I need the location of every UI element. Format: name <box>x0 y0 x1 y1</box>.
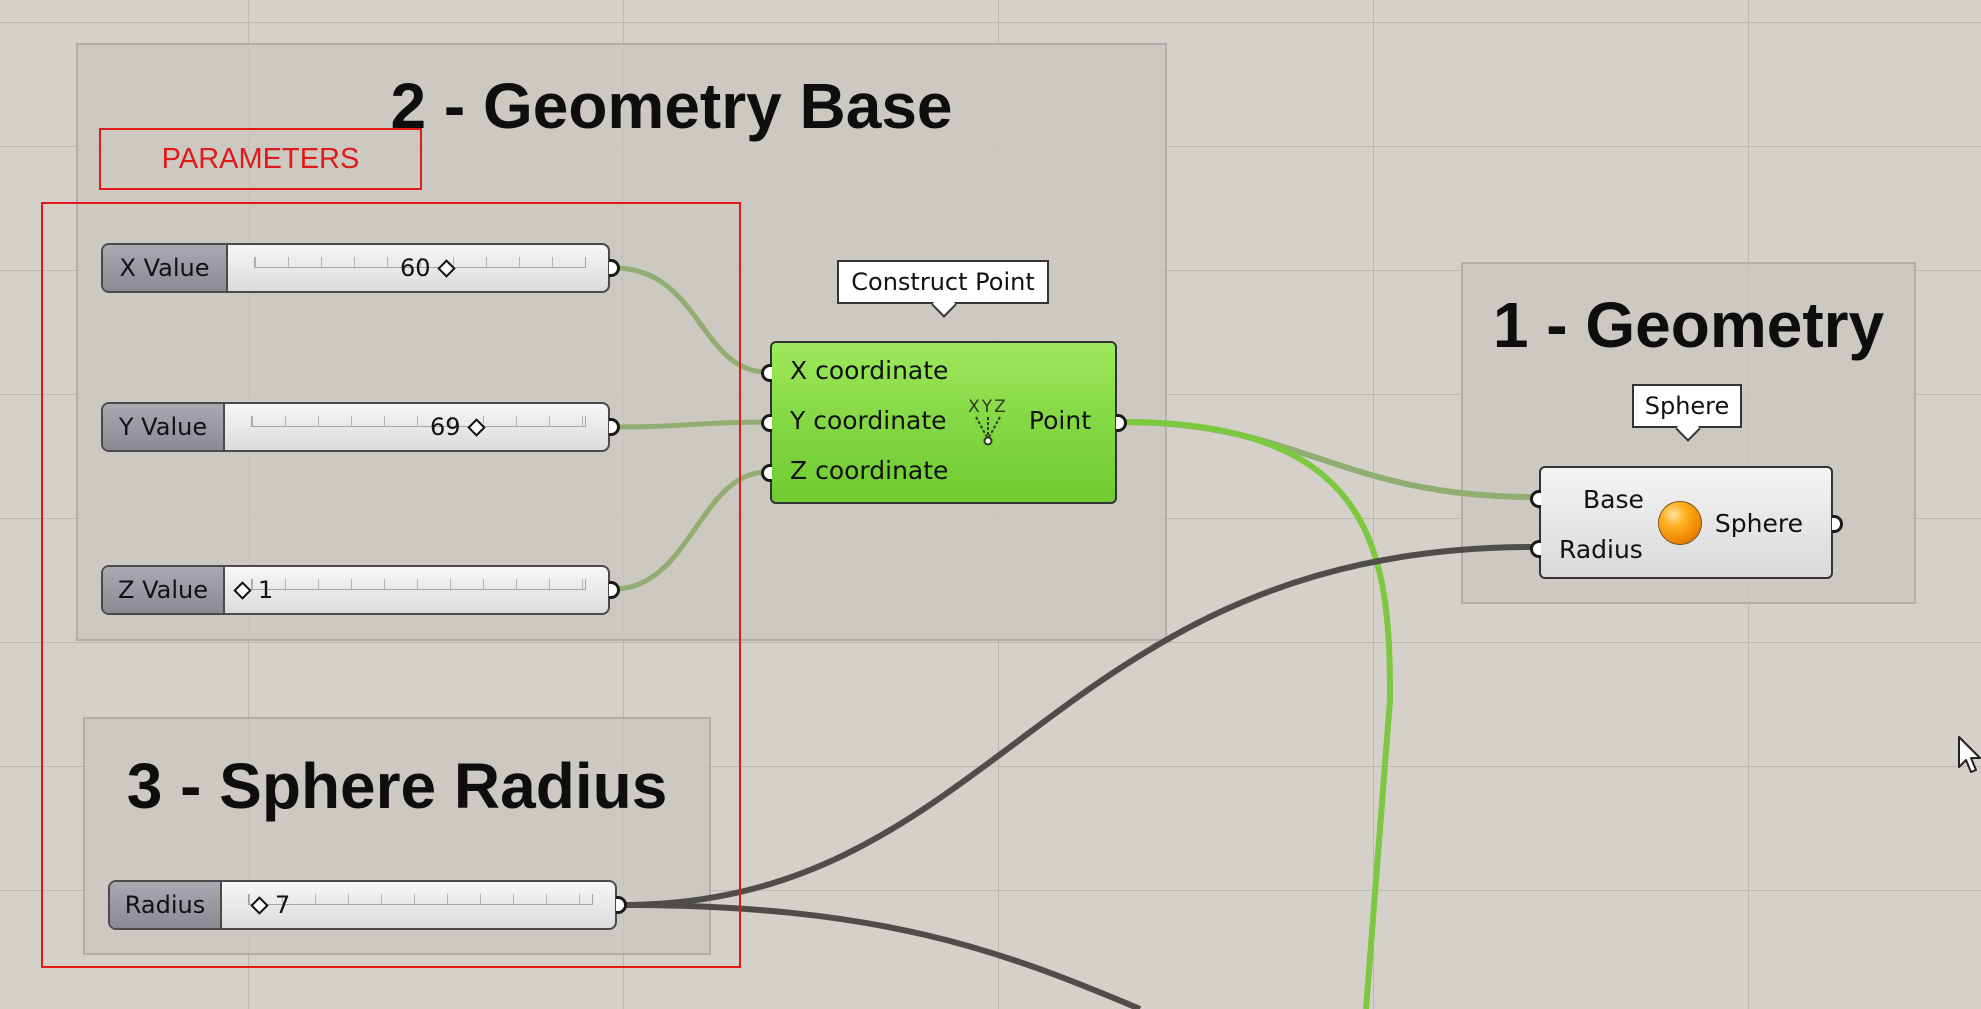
sphere-component[interactable]: Base Radius Sphere <box>1530 466 1843 579</box>
construct-point-tooltip: Construct Point <box>837 260 1049 304</box>
base-label: Base <box>1583 485 1644 514</box>
slider-grip-icon[interactable] <box>436 258 456 278</box>
base-input-port[interactable] <box>1530 490 1541 508</box>
mouse-cursor-icon <box>1958 736 1981 773</box>
sphere-tooltip: Sphere <box>1632 384 1742 428</box>
y-coordinate-label: Y coordinate <box>790 406 947 435</box>
group-sphere-radius-title: 3 - Sphere Radius <box>126 750 668 822</box>
sphere-output-label: Sphere <box>1714 509 1803 538</box>
slider-ticks <box>251 416 586 427</box>
x-value-slider-label: X Value <box>103 245 228 291</box>
x-value-output-port[interactable] <box>609 259 620 277</box>
z-value-slider-track[interactable]: 1 <box>225 567 608 613</box>
point-output-label: Point <box>1028 406 1091 435</box>
y-value-slider-label: Y Value <box>103 404 225 450</box>
radius-input-port[interactable] <box>1530 540 1541 558</box>
slider-ticks <box>248 894 593 905</box>
xyz-icon: XYZ <box>962 397 1014 447</box>
radius-slider-track[interactable]: 7 <box>222 882 615 928</box>
slider-ticks <box>254 257 586 268</box>
radius-slider-label: Radius <box>110 882 222 928</box>
z-value-slider[interactable]: Z Value 1 <box>101 565 620 615</box>
construct-point-component[interactable]: X coordinate Y coordinate Z coordinate X… <box>761 341 1127 504</box>
sphere-icon <box>1659 502 1701 544</box>
y-value-number: 69 <box>430 413 461 441</box>
x-coordinate-input-port[interactable] <box>761 364 772 382</box>
radius-slider-value[interactable]: 7 <box>244 882 290 928</box>
y-value-slider-value[interactable]: 69 <box>430 404 492 450</box>
y-value-slider[interactable]: Y Value 69 <box>101 402 620 452</box>
slider-grip-icon[interactable] <box>233 580 252 600</box>
x-coordinate-label: X coordinate <box>790 356 949 385</box>
sphere-output-port[interactable] <box>1832 515 1843 533</box>
radius-output-port[interactable] <box>616 896 627 914</box>
x-value-number: 60 <box>400 254 431 282</box>
z-value-slider-label: Z Value <box>103 567 225 613</box>
radius-slider[interactable]: Radius 7 <box>108 880 627 930</box>
parameters-annotation[interactable]: PARAMETERS <box>99 128 422 190</box>
z-coordinate-input-port[interactable] <box>761 464 772 482</box>
parameters-frame <box>41 202 741 968</box>
slider-grip-icon[interactable] <box>466 417 486 437</box>
y-value-slider-track[interactable]: 69 <box>225 404 608 450</box>
slider-grip-icon[interactable] <box>250 895 269 915</box>
slider-ticks <box>251 579 586 590</box>
x-value-slider[interactable]: X Value 60 <box>101 243 620 293</box>
z-value-number: 1 <box>258 576 274 604</box>
x-value-slider-value[interactable]: 60 <box>400 245 462 291</box>
z-value-output-port[interactable] <box>609 581 620 599</box>
radius-number: 7 <box>275 891 291 919</box>
xyz-icon-text: XYZ <box>968 397 1008 417</box>
y-value-output-port[interactable] <box>609 418 620 436</box>
group-geometry-base-title: 2 - Geometry Base <box>390 70 953 142</box>
y-coordinate-input-port[interactable] <box>761 414 772 432</box>
radius-label: Radius <box>1559 535 1643 564</box>
point-output-port[interactable] <box>1116 414 1127 432</box>
z-value-slider-value[interactable]: 1 <box>227 567 273 613</box>
z-coordinate-label: Z coordinate <box>790 456 949 485</box>
x-value-slider-track[interactable]: 60 <box>228 245 608 291</box>
group-geometry-title: 1 - Geometry <box>1492 289 1885 361</box>
